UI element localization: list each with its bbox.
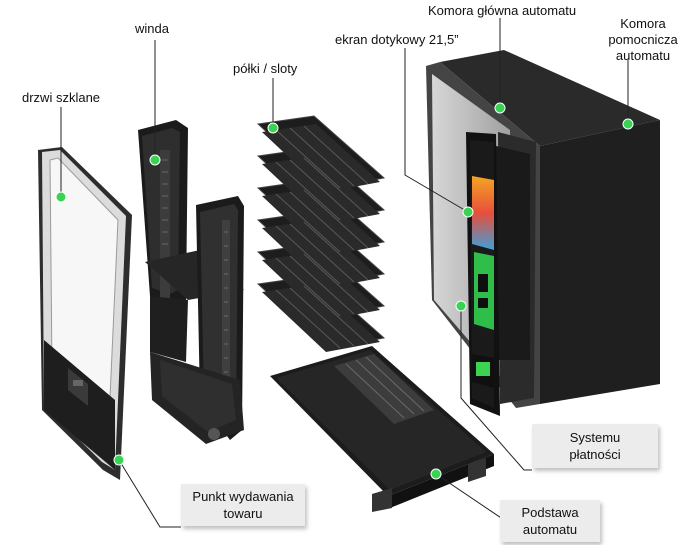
marker-drzwi [55, 191, 67, 203]
marker-podstawa [430, 468, 442, 480]
label-komora-glowna: Komora główna automatu [428, 3, 577, 18]
marker-komora-glowna [494, 102, 506, 114]
label-polki-sloty: półki / sloty [233, 61, 298, 76]
marker-dots [55, 102, 634, 480]
lift-frame [138, 120, 244, 444]
callout-systemu-line2: płatności [569, 447, 621, 462]
glass-door [38, 147, 132, 480]
front-door [466, 132, 500, 416]
label-komora-pomocnicza-line1: Komora [620, 16, 666, 31]
marker-punkt [113, 454, 125, 466]
callout-punkt-line1: Punkt wydawania [192, 489, 294, 504]
callout-systemu-platnosci: Systemu płatności [532, 424, 658, 468]
marker-winda [149, 154, 161, 166]
marker-komora-pomocnicza [622, 118, 634, 130]
callout-systemu-line1: Systemu [569, 430, 621, 445]
shelves-stack [256, 115, 386, 352]
callout-podstawa: Podstawa automatu [500, 500, 600, 542]
cabinet-body [426, 50, 660, 408]
label-komora-pomocnicza-line3: automatu [615, 48, 671, 63]
label-winda: winda [135, 21, 169, 36]
label-drzwi-szklane: drzwi szklane [22, 90, 101, 105]
callout-punkt-line2: towaru [223, 506, 263, 521]
label-ekran: ekran dotykowy 21,5” [335, 32, 459, 47]
base-plate [270, 346, 494, 512]
label-komora-pomocnicza-line2: pomocnicza [608, 32, 678, 47]
label-komora-pomocnicza: Komora pomocnicza automatu [598, 16, 688, 64]
callout-punkt-wydawania: Punkt wydawania towaru [181, 484, 305, 526]
marker-systemu [455, 300, 467, 312]
marker-ekran [462, 206, 474, 218]
callout-podstawa-line2: automatu [522, 522, 578, 537]
callout-podstawa-line1: Podstawa [521, 505, 579, 520]
marker-polki [267, 122, 279, 134]
